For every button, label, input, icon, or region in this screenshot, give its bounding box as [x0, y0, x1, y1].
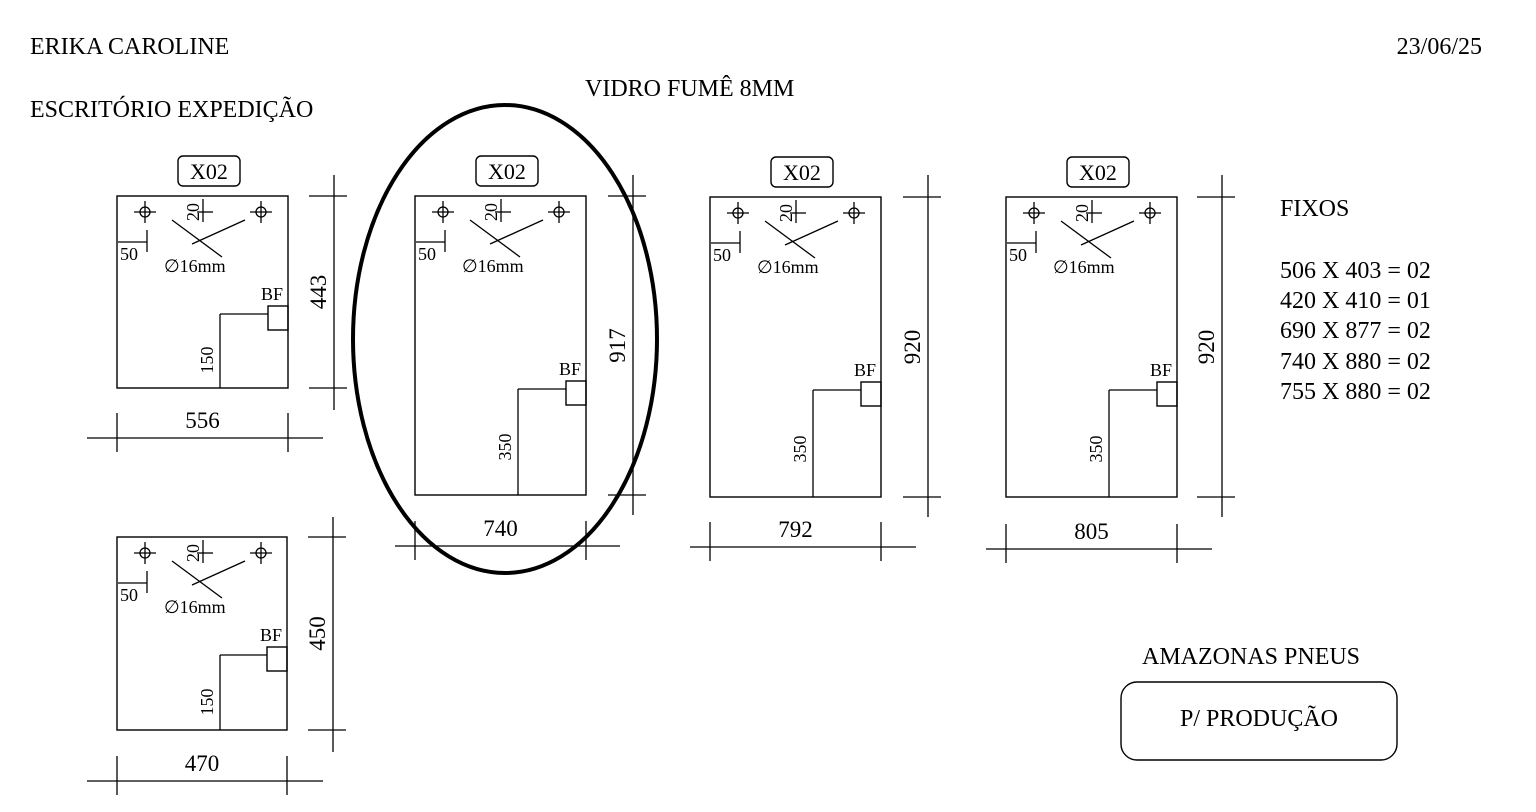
qty-label: X02 [783, 160, 821, 185]
bf-height-label: 350 [790, 436, 810, 463]
bf-label: BF [1150, 360, 1172, 380]
hole-diameter-label: ∅16mm [757, 257, 819, 277]
bf-label: BF [559, 359, 581, 379]
bf-label: BF [260, 625, 282, 645]
bf-height-label: 350 [1086, 436, 1106, 463]
side-offset-label: 50 [713, 245, 731, 265]
qty-box [1066, 156, 1130, 188]
leader-line [469, 219, 521, 258]
width-label: 792 [778, 517, 813, 542]
side-offset-label: 50 [1009, 245, 1027, 265]
leader-line [191, 560, 246, 586]
stamp-box [1120, 681, 1398, 761]
qty-box [177, 155, 241, 187]
highlight-ellipse [351, 103, 659, 575]
glass-panel [709, 196, 882, 498]
leader-line [489, 219, 544, 245]
date: 23/06/25 [1397, 34, 1482, 60]
client-name: ERIKA CAROLINE [30, 34, 229, 60]
material-title: VIDRO FUMÊ 8MM [585, 76, 794, 102]
stamp-text: P/ PRODUÇÃO [1180, 706, 1338, 732]
bf-height-label: 150 [197, 347, 217, 374]
fixed-item: 420 X 410 = 01 [1280, 288, 1431, 314]
fixed-title: FIXOS [1280, 196, 1349, 222]
leader-line [1080, 220, 1135, 246]
qty-label: X02 [1079, 160, 1117, 185]
leader-line [171, 219, 223, 258]
bf-height-label: 350 [495, 434, 515, 461]
height-label: 917 [605, 328, 630, 363]
fixed-item: 690 X 877 = 02 [1280, 318, 1431, 344]
height-label: 443 [306, 275, 331, 310]
hole-diameter-label: ∅16mm [462, 256, 524, 276]
height-label: 920 [900, 330, 925, 365]
side-offset-label: 50 [120, 585, 138, 605]
width-label: 470 [185, 751, 220, 776]
height-label: 450 [305, 616, 330, 651]
width-label: 740 [483, 516, 518, 541]
hole-diameter-label: ∅16mm [1053, 257, 1115, 277]
top-offset-label: 20 [481, 203, 501, 221]
bf-label: BF [261, 284, 283, 304]
bf-height-label: 150 [197, 689, 217, 716]
side-offset-label: 50 [120, 244, 138, 264]
width-label: 556 [185, 408, 220, 433]
height-label: 920 [1194, 330, 1219, 365]
fixed-item: 755 X 880 = 02 [1280, 379, 1431, 405]
leader-line [191, 219, 246, 245]
width-label: 805 [1074, 519, 1109, 544]
side-offset-label: 50 [418, 244, 436, 264]
top-offset-label: 20 [1072, 204, 1092, 222]
top-offset-label: 20 [183, 203, 203, 221]
bf-fitting [565, 380, 587, 406]
location-name: ESCRITÓRIO EXPEDIÇÃO [30, 96, 313, 123]
qty-label: X02 [190, 159, 228, 184]
bf-fitting [860, 381, 882, 407]
glass-panel [1005, 196, 1178, 498]
hole-diameter-label: ∅16mm [164, 597, 226, 617]
qty-box [475, 155, 539, 187]
leader-line [764, 220, 816, 259]
hole-diameter-label: ∅16mm [164, 256, 226, 276]
qty-label: X02 [488, 159, 526, 184]
top-offset-label: 20 [776, 204, 796, 222]
bf-fitting [1156, 381, 1178, 407]
panels: X022050∅16mmBF150443556X022050∅16mmBF350… [87, 155, 1235, 795]
fixed-item: 740 X 880 = 02 [1280, 349, 1431, 375]
glass-panel [414, 195, 587, 496]
leader-line [171, 560, 223, 599]
bf-label: BF [854, 360, 876, 380]
qty-box [770, 156, 834, 188]
glass-panel [116, 536, 288, 731]
leader-line [784, 220, 839, 246]
leader-line [1060, 220, 1112, 259]
glass-panel [116, 195, 289, 389]
company-name: AMAZONAS PNEUS [1142, 644, 1360, 670]
top-offset-label: 20 [183, 544, 203, 562]
fixed-item: 506 X 403 = 02 [1280, 258, 1431, 284]
bf-fitting [266, 646, 288, 672]
bf-fitting [267, 305, 289, 331]
